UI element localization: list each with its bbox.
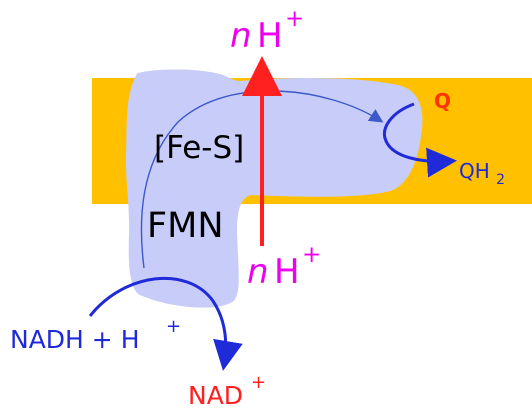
quinone-label: Q [434,89,451,113]
nadh-label: NADH + H [10,325,140,354]
nad-label: NAD [188,381,243,410]
qh2-label: QH 2 [459,159,505,188]
bottom-n-label: n [247,252,269,292]
fe-s-label: [Fe-S] [154,130,244,166]
top-plus-label: + [285,6,304,32]
nad-plus-superscript: + [251,372,266,393]
bottom-h-label: H [274,252,300,292]
qh2-main: QH [459,159,490,183]
electron-transfer-arrow [140,90,384,269]
bottom-plus-label: + [302,242,321,268]
nadh-oxidation-arrow [88,276,243,371]
top-h-label: H [257,16,283,56]
top-n-label: n [230,16,252,56]
quinone-reduction-arrow [383,102,457,178]
qh2-subscript: 2 [496,172,505,188]
fmn-label: FMN [147,206,224,246]
nadh-plus-superscript: + [166,316,181,337]
